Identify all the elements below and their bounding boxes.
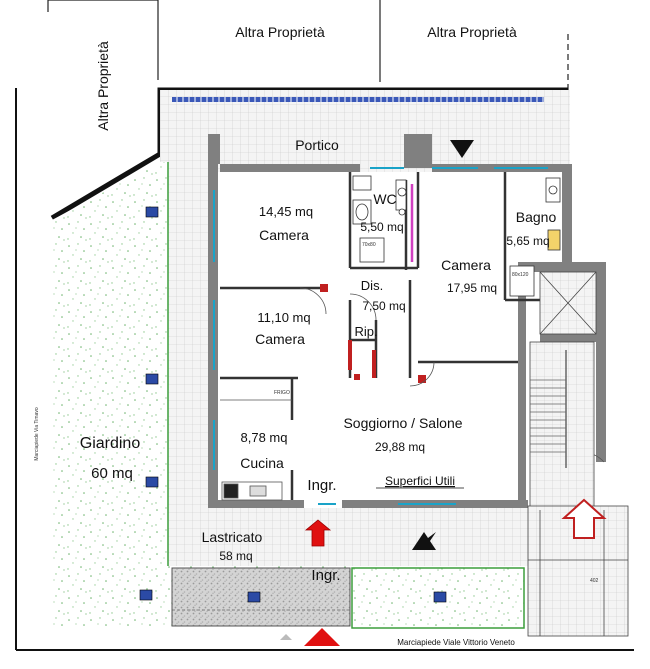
garden-area <box>52 162 350 628</box>
giardino-area-label: 60 mq <box>91 465 133 482</box>
shower2-size-label: 80x120 <box>512 272 529 278</box>
camera2-name-label: Camera <box>255 331 305 347</box>
main-entrance-label: Ingr. <box>307 477 336 494</box>
windows <box>213 167 548 505</box>
bagno-area-label: 5,65 mq <box>506 234 549 248</box>
cucina-name-label: Cucina <box>240 455 284 471</box>
neighbor-west-label: Altra Proprietà <box>95 41 111 131</box>
soggiorno-name-label: Soggiorno / Salone <box>343 415 462 431</box>
gate-entrance-label: Ingr. <box>311 567 340 584</box>
wc-area-label: 5,50 mq <box>360 220 403 234</box>
dis-name-label: Dis. <box>361 278 383 293</box>
dis-area-label: 7,50 mq <box>362 299 405 313</box>
portico-label: Portico <box>295 137 339 153</box>
camera1-name-label: Camera <box>259 227 309 243</box>
top-fence <box>172 97 544 102</box>
neighbor-north-right-label: Altra Proprietà <box>427 24 517 40</box>
lastricato-area <box>208 508 528 566</box>
stair-height-label: 402 <box>590 578 599 584</box>
interior-walls <box>220 172 540 500</box>
drain-icons <box>139 206 447 603</box>
camera2-area-label: 11,10 mq <box>257 310 310 325</box>
stairwell <box>527 271 629 637</box>
gate-small-arrow-icon <box>280 634 292 640</box>
legend-label: Superfici Utili <box>385 474 455 488</box>
wc-name-label: WC <box>373 191 396 207</box>
lastricato-name-label: Lastricato <box>202 529 263 545</box>
camera1-area-label: 14,45 mq <box>259 204 313 219</box>
gravel-driveway <box>171 567 351 627</box>
main-entry-arrow-icon <box>304 519 332 547</box>
rip-name-label: Rip. <box>354 324 377 339</box>
north-marker-icon <box>450 140 474 158</box>
cucina-area-label: 8,78 mq <box>241 430 288 445</box>
neighbor-boundaries <box>47 0 569 90</box>
door-jambs <box>320 284 426 383</box>
street-east-label: Marciapiede Viale Vittorio Veneto <box>397 638 515 647</box>
neighbor-north-left-label: Altra Proprietà <box>235 24 325 40</box>
bagno-name-label: Bagno <box>516 209 557 225</box>
camera3-name-label: Camera <box>441 257 491 273</box>
shower-size-label: 70x80 <box>362 242 376 248</box>
soggiorno-area-label: 29,88 mq <box>375 440 425 454</box>
stair-entry-arrow-icon <box>561 498 607 539</box>
gate-entry-arrow-icon <box>304 628 340 646</box>
lastricato-area-label: 58 mq <box>219 549 252 563</box>
fridge-label: FRIGO <box>274 390 290 396</box>
camera3-area-label: 17,95 mq <box>447 281 497 295</box>
bathroom-fixtures <box>352 175 561 297</box>
kitchen-fittings <box>220 399 292 501</box>
giardino-name-label: Giardino <box>80 435 141 452</box>
entrance-arrows <box>280 140 607 646</box>
street-west-label: Marciapiede Via Timavo <box>34 407 40 460</box>
